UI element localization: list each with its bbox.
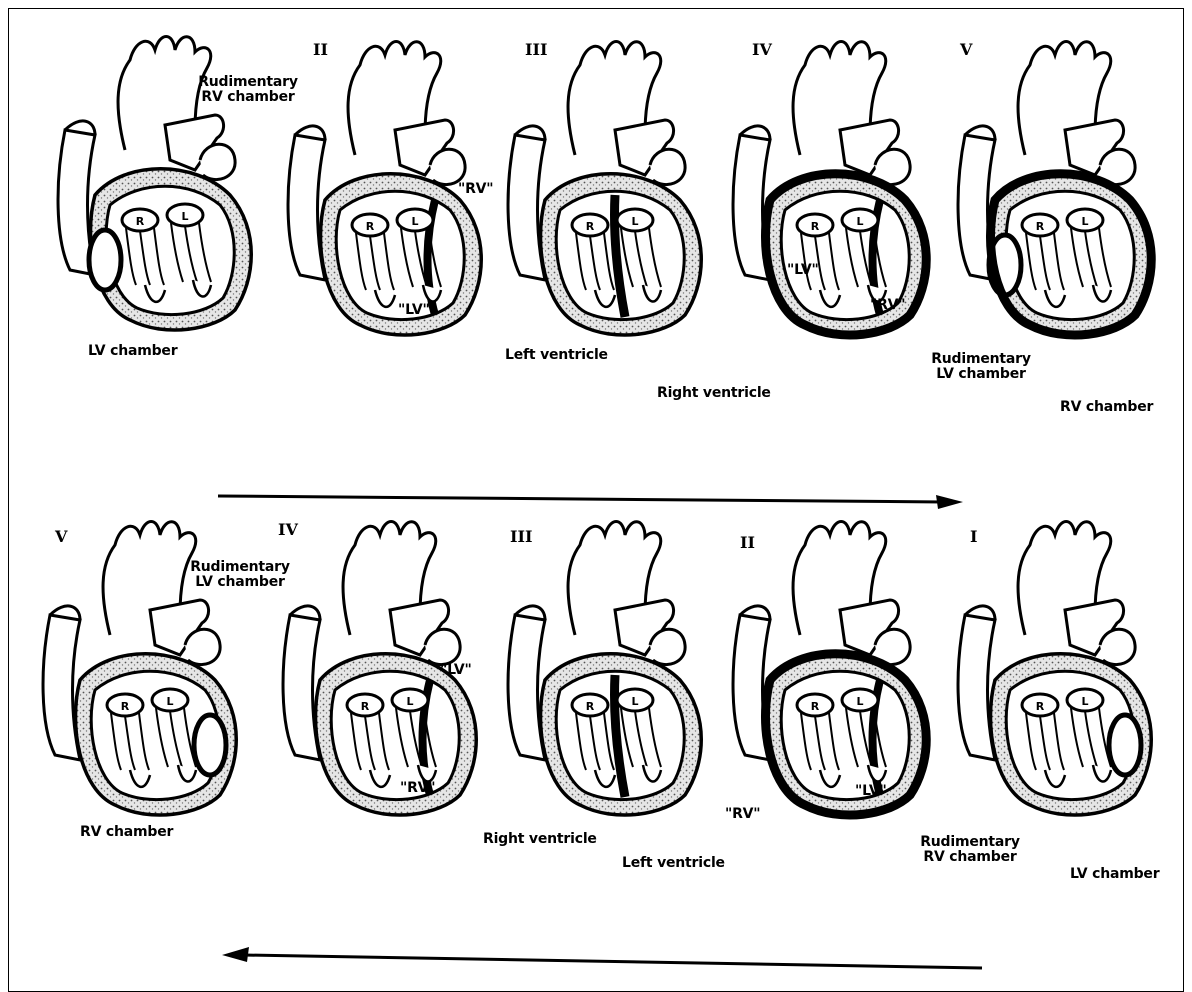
label-rv-chamber-top: RV chamber [1060, 400, 1153, 415]
svg-text:R: R [121, 700, 130, 713]
label-rudimentary-lv-bottom: Rudimentary LV chamber [180, 560, 300, 590]
label-rudimentary-rv-bottom: Rudimentary RV chamber [910, 835, 1030, 865]
label-rudimentary-rv-top: Rudimentary RV chamber [188, 75, 308, 105]
label-lv-quoted-bottom: "LV" [440, 663, 472, 678]
label-lv-chamber-bottom: LV chamber [1070, 867, 1159, 882]
stage-number-bottom-4: II [740, 533, 755, 552]
label-rudimentary-lv-top: Rudimentary LV chamber [926, 352, 1036, 382]
svg-text:R: R [361, 700, 370, 713]
svg-text:R: R [586, 220, 595, 233]
label-right-ventricle-bottom: Right ventricle [483, 832, 597, 847]
stage-number-top-2: II [313, 40, 328, 59]
stage-number-bottom-3: III [510, 527, 532, 546]
label-rv-chamber-bottom: RV chamber [80, 825, 173, 840]
stage-number-top-3: III [525, 40, 547, 59]
stage-number-bottom-2: IV [278, 520, 298, 539]
progression-arrow-left [222, 944, 982, 968]
svg-text:R: R [366, 220, 375, 233]
stage-number-bottom-1: V [55, 527, 67, 546]
label-rv-quoted-top: "RV" [458, 182, 493, 197]
svg-text:L: L [631, 695, 638, 708]
svg-text:R: R [1036, 220, 1045, 233]
label-right-ventricle-top: Right ventricle [657, 386, 771, 401]
label-lv-quoted-4-top: "LV" [787, 263, 819, 278]
svg-text:L: L [631, 215, 638, 228]
label-left-ventricle-top: Left ventricle [505, 348, 608, 363]
stage-number-top-4: IV [752, 40, 772, 59]
svg-text:R: R [811, 220, 820, 233]
label-lv-quoted-top: "LV" [398, 303, 430, 318]
svg-text:R: R [136, 215, 145, 228]
label-rv-quoted-4-top: "RV" [870, 298, 905, 313]
label-left-ventricle-bottom: Left ventricle [622, 856, 725, 871]
label-lv-quoted-2-bottom: "LV" [855, 784, 887, 799]
label-lv-chamber-top: LV chamber [88, 344, 177, 359]
stage-number-bottom-5: I [970, 527, 977, 546]
svg-text:L: L [856, 215, 863, 228]
svg-text:L: L [406, 695, 413, 708]
svg-text:R: R [811, 700, 820, 713]
label-rv-quoted-bottom: "RV" [400, 781, 435, 796]
label-rv-quoted-2-bottom: "RV" [725, 807, 760, 822]
svg-text:R: R [586, 700, 595, 713]
svg-text:L: L [1081, 695, 1088, 708]
svg-text:L: L [166, 695, 173, 708]
svg-text:L: L [411, 215, 418, 228]
svg-text:L: L [181, 210, 188, 223]
progression-arrow-right [218, 490, 963, 514]
svg-text:L: L [856, 695, 863, 708]
svg-text:L: L [1081, 215, 1088, 228]
svg-text:R: R [1036, 700, 1045, 713]
stage-number-top-5: V [960, 40, 972, 59]
